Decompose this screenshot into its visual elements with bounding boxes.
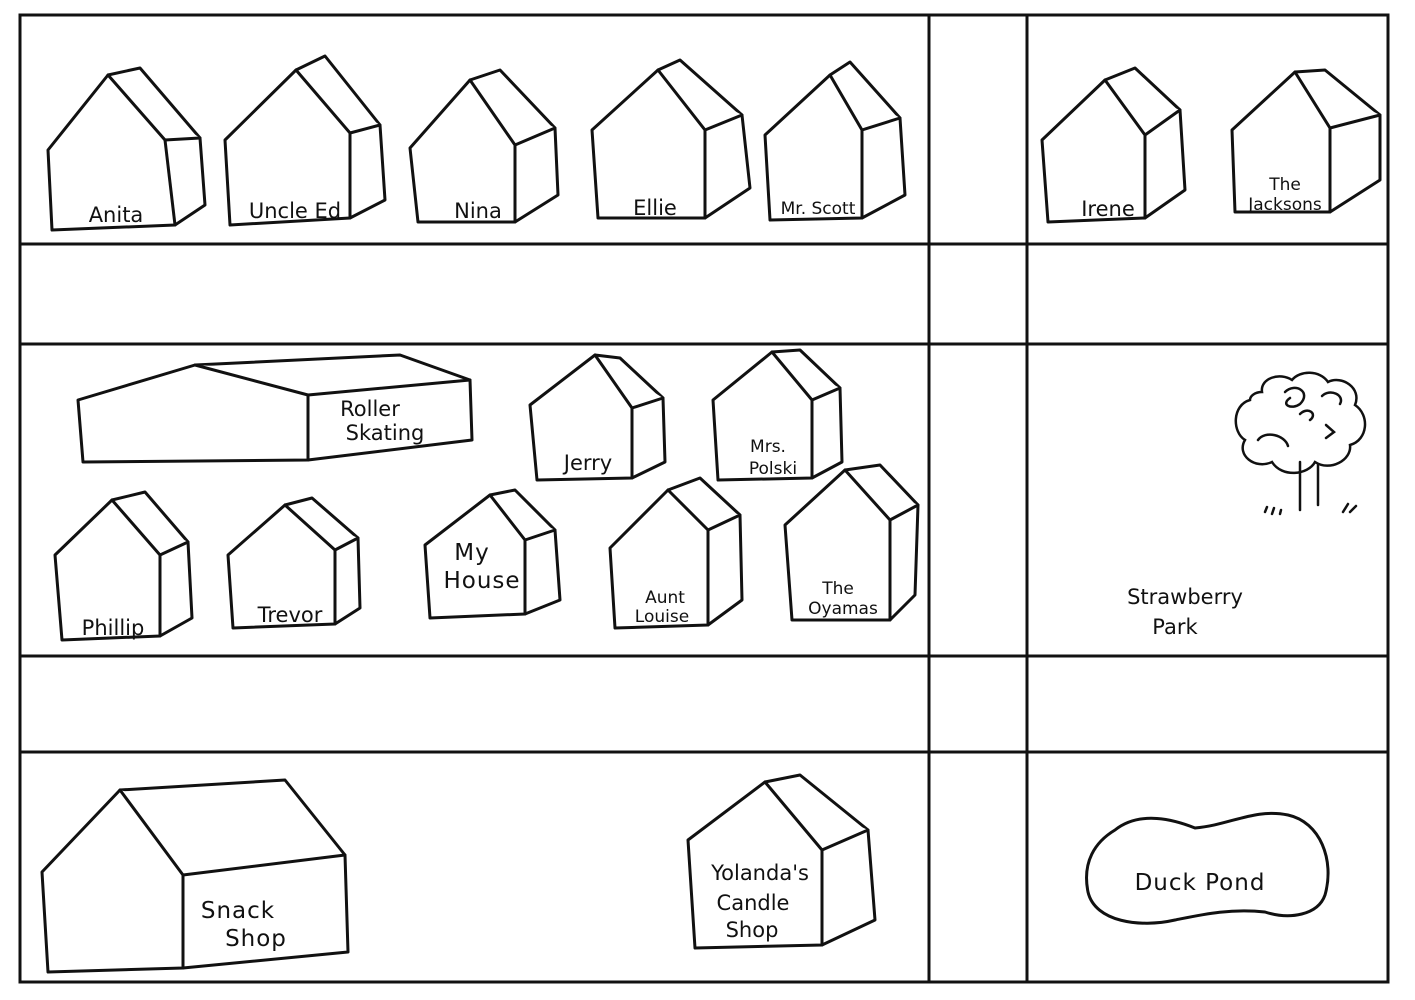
house-my-house[interactable]: My House xyxy=(423,488,562,620)
map-border xyxy=(18,13,1390,984)
house-irene[interactable]: Irene xyxy=(1040,66,1187,224)
house-label: Nina xyxy=(454,199,502,223)
house-mrs-polski[interactable]: Mrs. Polski xyxy=(711,348,844,482)
tree-icon xyxy=(1234,371,1367,516)
street-grid xyxy=(18,13,1390,984)
roller-skating-building[interactable]: Roller Skating xyxy=(76,353,474,464)
house-label: Anita xyxy=(89,203,144,227)
shop-label: Candle xyxy=(717,891,790,915)
house-mr-scott[interactable]: Mr. Scott xyxy=(763,60,907,222)
shop-label: Snack xyxy=(201,898,275,924)
duck-pond[interactable]: Duck Pond xyxy=(1085,811,1330,925)
park-label: Strawberry xyxy=(1127,585,1243,609)
shop-label: Shop xyxy=(726,918,779,942)
house-label: Oyamas xyxy=(808,599,878,619)
park-label: Park xyxy=(1152,615,1198,639)
house-label: Trevor xyxy=(257,603,323,627)
pond-label: Duck Pond xyxy=(1135,870,1266,896)
house-label: The xyxy=(1268,175,1301,195)
house-label: Uncle Ed xyxy=(249,199,341,223)
house-the-jacksons[interactable]: The Jacksons xyxy=(1230,68,1382,215)
house-anita[interactable]: Anita xyxy=(46,66,207,232)
house-label: Polski xyxy=(749,459,797,479)
house-nina[interactable]: Nina xyxy=(408,68,560,224)
house-label: Mrs. xyxy=(750,437,786,457)
shop-label: Yolanda's xyxy=(710,861,809,885)
house-label: Irene xyxy=(1081,197,1135,221)
house-label: Mr. Scott xyxy=(781,199,856,219)
house-label: Aunt xyxy=(645,588,685,608)
building-label: Skating xyxy=(346,421,425,445)
house-the-oyamas[interactable]: The Oyamas xyxy=(783,463,920,622)
house-label: Louise xyxy=(635,607,689,627)
house-phillip[interactable]: Phillip xyxy=(53,490,194,642)
building-label: Roller xyxy=(340,397,400,421)
house-label: My xyxy=(454,540,489,566)
strawberry-park[interactable]: Strawberry Park xyxy=(1127,371,1367,639)
house-trevor[interactable]: Trevor xyxy=(226,496,362,630)
house-label: Jacksons xyxy=(1247,195,1322,215)
house-label: Jerry xyxy=(562,451,612,475)
candle-shop-building[interactable]: Yolanda's Candle Shop xyxy=(686,773,877,950)
house-label: House xyxy=(443,568,520,594)
house-ellie[interactable]: Ellie xyxy=(590,58,752,220)
house-jerry[interactable]: Jerry xyxy=(528,353,667,482)
house-uncle-ed[interactable]: Uncle Ed xyxy=(223,54,387,227)
house-aunt-louise[interactable]: Aunt Louise xyxy=(608,476,744,630)
snack-shop-building[interactable]: Snack Shop xyxy=(40,778,350,974)
house-label: The xyxy=(821,579,854,599)
house-label: Ellie xyxy=(633,196,677,220)
house-label: Phillip xyxy=(82,616,145,640)
shop-label: Shop xyxy=(225,926,287,952)
